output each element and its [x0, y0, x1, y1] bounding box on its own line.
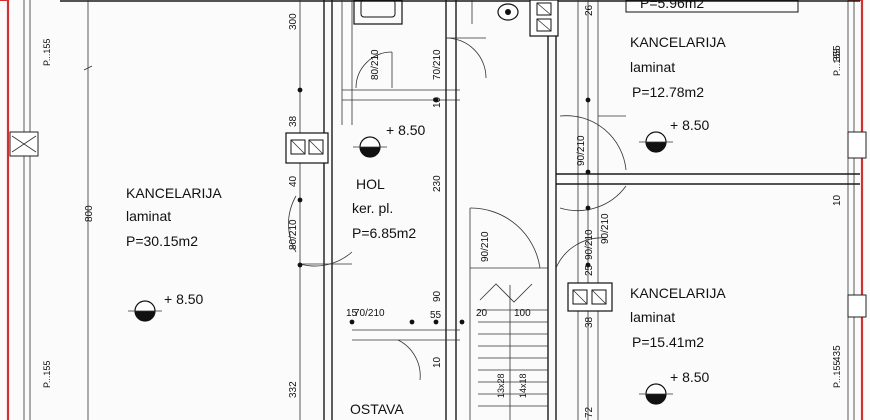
room-level-bottom-right: + 8.50 [670, 369, 710, 385]
room-area-bottom-right: P=15.41m2 [632, 334, 704, 350]
vent-box-right [567, 282, 613, 312]
door-80-210-top: 80/210 [370, 49, 381, 80]
dim-10a: 10 [432, 96, 443, 108]
dim-332: 332 [288, 381, 299, 398]
room-area-hol: P=6.85m2 [352, 225, 416, 241]
dim-230: 230 [432, 175, 443, 192]
dim-300: 300 [288, 13, 299, 30]
dim-line-left [83, 0, 93, 420]
dim-10c: 10 [832, 194, 843, 206]
level-marker-bottom-right [639, 383, 673, 405]
door-90-210-stair: 90/210 [480, 231, 491, 262]
right-window [847, 0, 867, 420]
door-80-210-left: 80/210 [288, 219, 299, 250]
level-marker-hol [353, 136, 387, 158]
dim-90: 90 [432, 290, 443, 302]
dim-ticks [297, 87, 591, 325]
room-level-top-right: + 8.50 [670, 117, 710, 133]
dim-40: 40 [288, 175, 299, 187]
dim-38b: 38 [584, 316, 595, 328]
room-floor-left: laminat [126, 208, 171, 224]
room-name-top-right: KANCELARIJA [630, 34, 726, 50]
room-floor-bottom-right: laminat [630, 309, 675, 325]
door-70-210-mid: 70/210 [354, 308, 385, 319]
room-name-left: KANCELARIJA [126, 185, 222, 201]
room-name-bottom-right: KANCELARIJA [630, 285, 726, 301]
dim-800: 800 [84, 205, 95, 222]
door-90-210-r2: 90/210 [584, 229, 595, 260]
level-marker-left [128, 300, 162, 322]
room-floor-top-right: laminat [630, 59, 675, 75]
dim-25: 25 [584, 264, 595, 276]
window-p155-bl: P...155 [42, 361, 52, 388]
dim-100: 100 [514, 308, 531, 319]
dim-55: 55 [430, 310, 442, 321]
dim-38a: 38 [288, 115, 299, 127]
staircase [478, 283, 548, 420]
stair-step-1: 13x28 [496, 373, 506, 398]
dim-435: 435 [832, 345, 843, 362]
level-marker-top-right [639, 131, 673, 153]
dim-15: 15 [346, 308, 358, 319]
vent-box-left [285, 132, 329, 164]
dim-20: 20 [476, 308, 488, 319]
vent-box-top [529, 0, 559, 37]
door-90-210-r1: 90/210 [576, 135, 587, 166]
room-area-left: P=30.15m2 [126, 233, 198, 249]
window-p155-tl: P...155 [42, 39, 52, 66]
window-p155-tr: P...155 [832, 49, 842, 76]
toilet [471, 0, 519, 24]
room-floor-hol: ker. pl. [352, 200, 393, 216]
dim-10b: 10 [432, 356, 443, 368]
dim-72: 72 [584, 406, 595, 418]
room-area-top-right: P=12.78m2 [632, 84, 704, 100]
room-level-hol: + 8.50 [386, 122, 426, 138]
door-70-210-top: 70/210 [432, 49, 443, 80]
dim-355: 355 [832, 45, 843, 62]
door-90-210-r3: 90/210 [600, 213, 611, 244]
stair-step-2: 14x18 [518, 373, 528, 398]
top-partial-area: P=5.96m2 [640, 0, 704, 11]
room-name-hol: HOL [356, 176, 385, 192]
room-level-left: + 8.50 [164, 291, 204, 307]
doors [288, 37, 627, 381]
window-p155-br: P...155 [832, 361, 842, 388]
dim-26: 26 [584, 4, 595, 16]
bathtub [353, 0, 403, 25]
room-name-ostava: OSTAVA [350, 401, 404, 417]
left-window [9, 0, 39, 420]
